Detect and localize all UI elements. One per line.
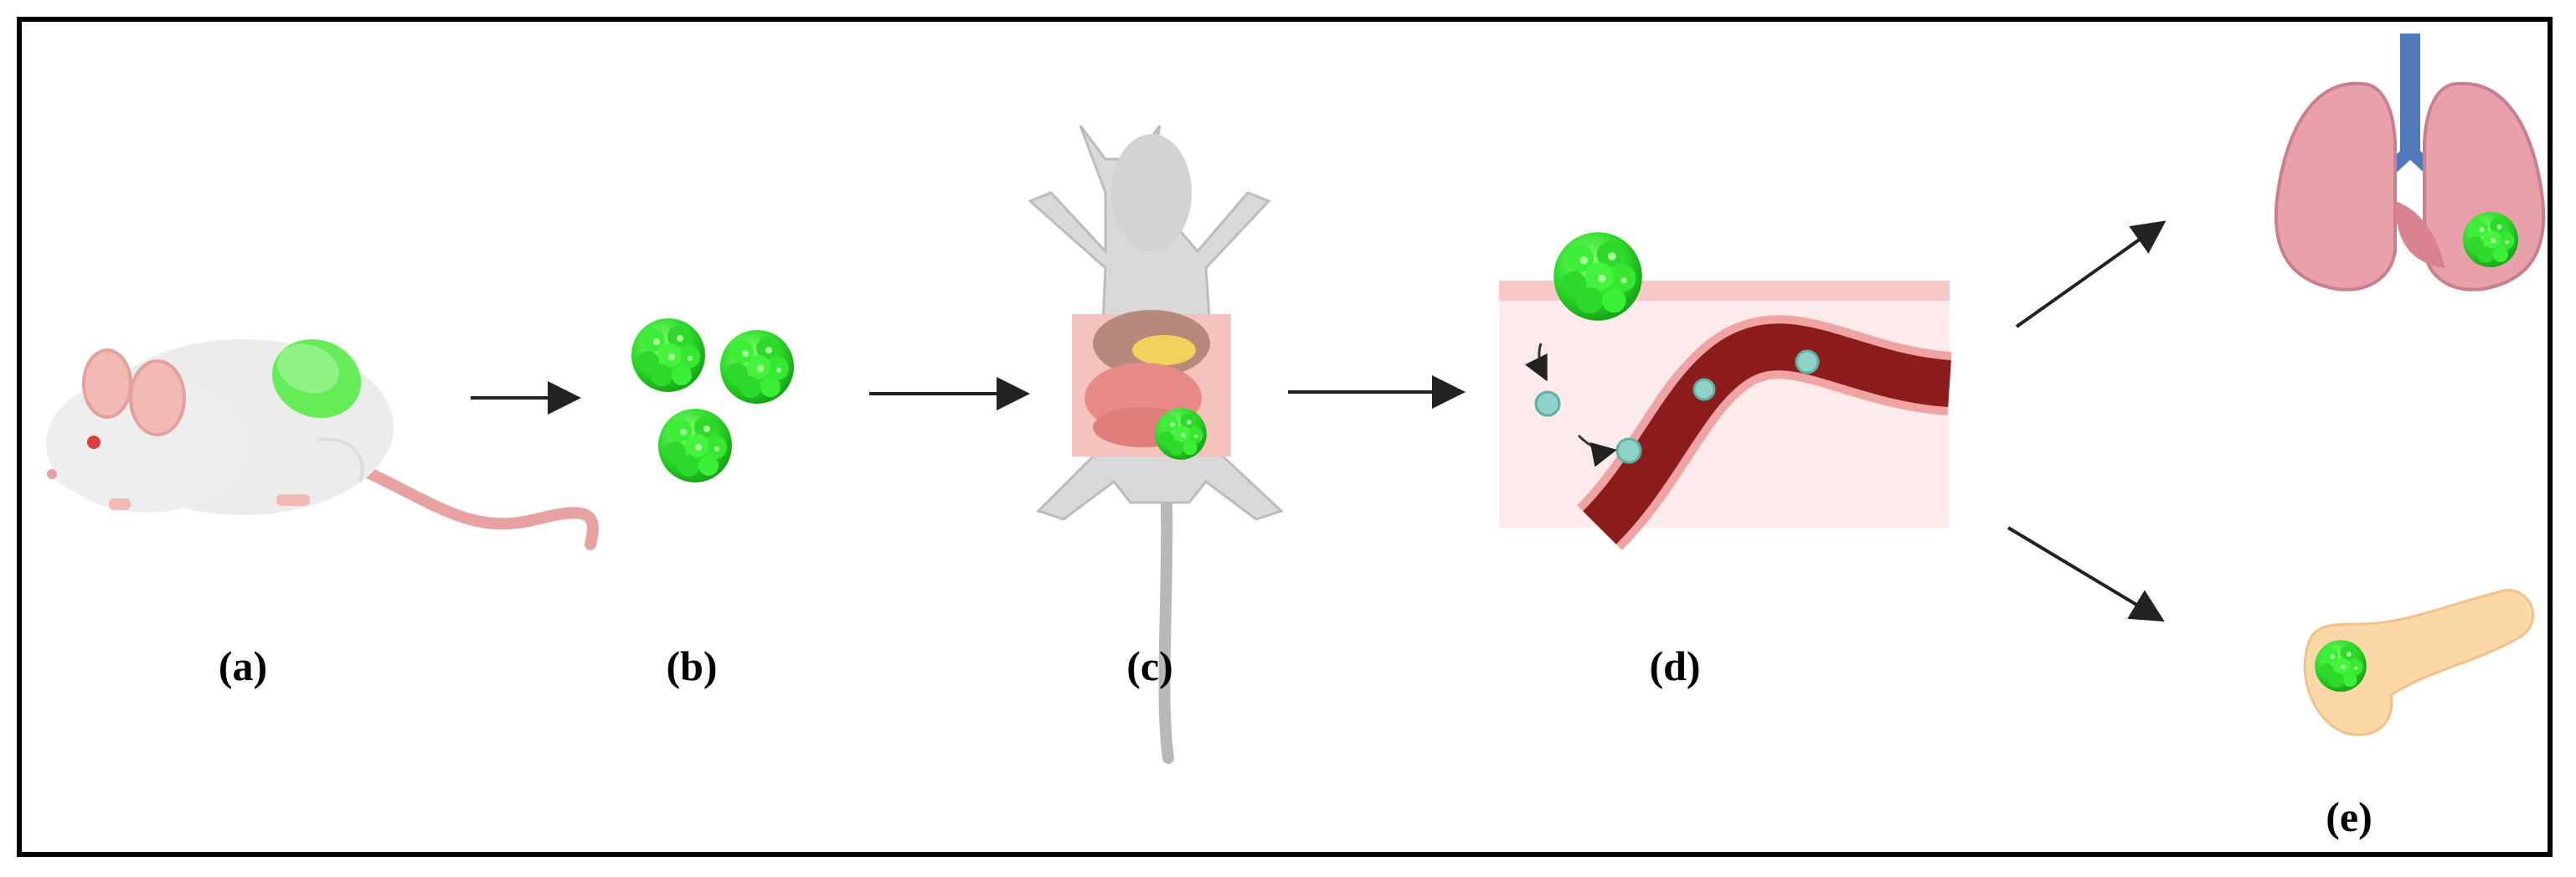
figure-frame: [17, 17, 2553, 857]
dissected-mouse-icon: [1028, 125, 1284, 764]
mouse-icon: [46, 338, 599, 550]
blood-vessel-icon: [1499, 232, 1953, 550]
lung-icon: [2274, 34, 2546, 291]
label-e: (e): [2326, 793, 2372, 840]
label-c: (c): [1126, 642, 1173, 689]
pancreas-icon: [2303, 589, 2535, 736]
label-a: (a): [219, 642, 267, 689]
arrow-d-pancreas: [2007, 526, 2165, 622]
label-d: (d): [1649, 642, 1700, 689]
tumor-spheroid-icon: [631, 318, 794, 482]
arrow-d-lung: [2015, 220, 2166, 328]
label-b: (b): [666, 642, 717, 689]
